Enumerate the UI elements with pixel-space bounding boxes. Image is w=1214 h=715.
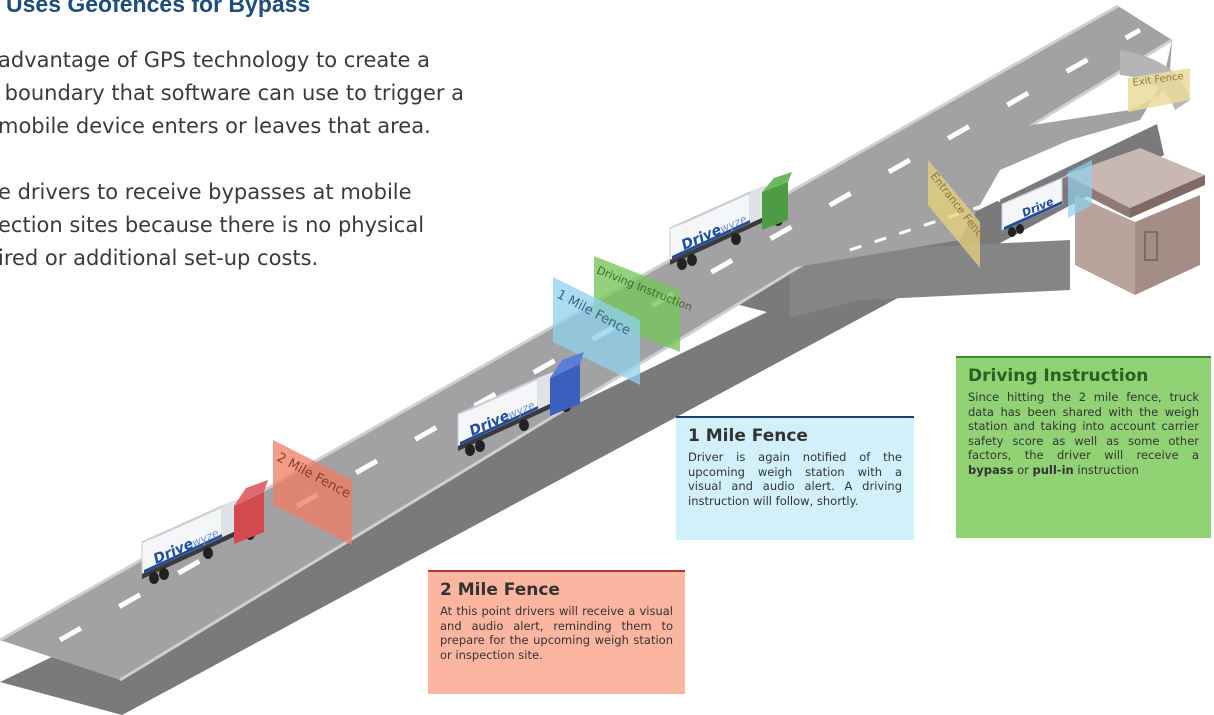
weigh-station-building	[1065, 148, 1205, 295]
callout-body-text: or	[1013, 462, 1033, 477]
intro-paragraph-1: advantage of GPS technology to create a …	[0, 48, 465, 138]
pull-in-term: pull-in	[1032, 462, 1074, 477]
page-title: Uses Geofences for Bypass	[6, 0, 311, 17]
callout-one-mile-fence: 1 Mile Fence Driver is again notified of…	[676, 416, 914, 540]
truck-red: Drive wyze	[141, 480, 268, 585]
exit-fence: Exit Fence	[1128, 68, 1190, 112]
callout-title: 1 Mile Fence	[688, 426, 808, 446]
callout-title: 2 Mile Fence	[440, 580, 560, 600]
callout-body: Since hitting the 2 mile fence, truck da…	[968, 390, 1199, 477]
intro-paragraph-2: e drivers to receive bypasses at mobile …	[0, 180, 425, 270]
callout-body: Driver is again notified of the upcoming…	[688, 450, 902, 508]
callout-body-text: Since hitting the 2 mile fence, truck da…	[968, 390, 1199, 462]
station-scanner-light	[1068, 160, 1092, 218]
callout-two-mile-fence: 2 Mile Fence At this point drivers will …	[428, 570, 685, 694]
truck-at-station: Drive	[1001, 172, 1075, 237]
callout-body-text: instruction	[1073, 462, 1139, 477]
callout-driving-instruction: Driving Instruction Since hitting the 2 …	[956, 356, 1211, 538]
callout-body: At this point drivers will receive a vis…	[440, 604, 673, 662]
callout-title: Driving Instruction	[968, 366, 1149, 386]
bypass-term: bypass	[968, 462, 1014, 477]
